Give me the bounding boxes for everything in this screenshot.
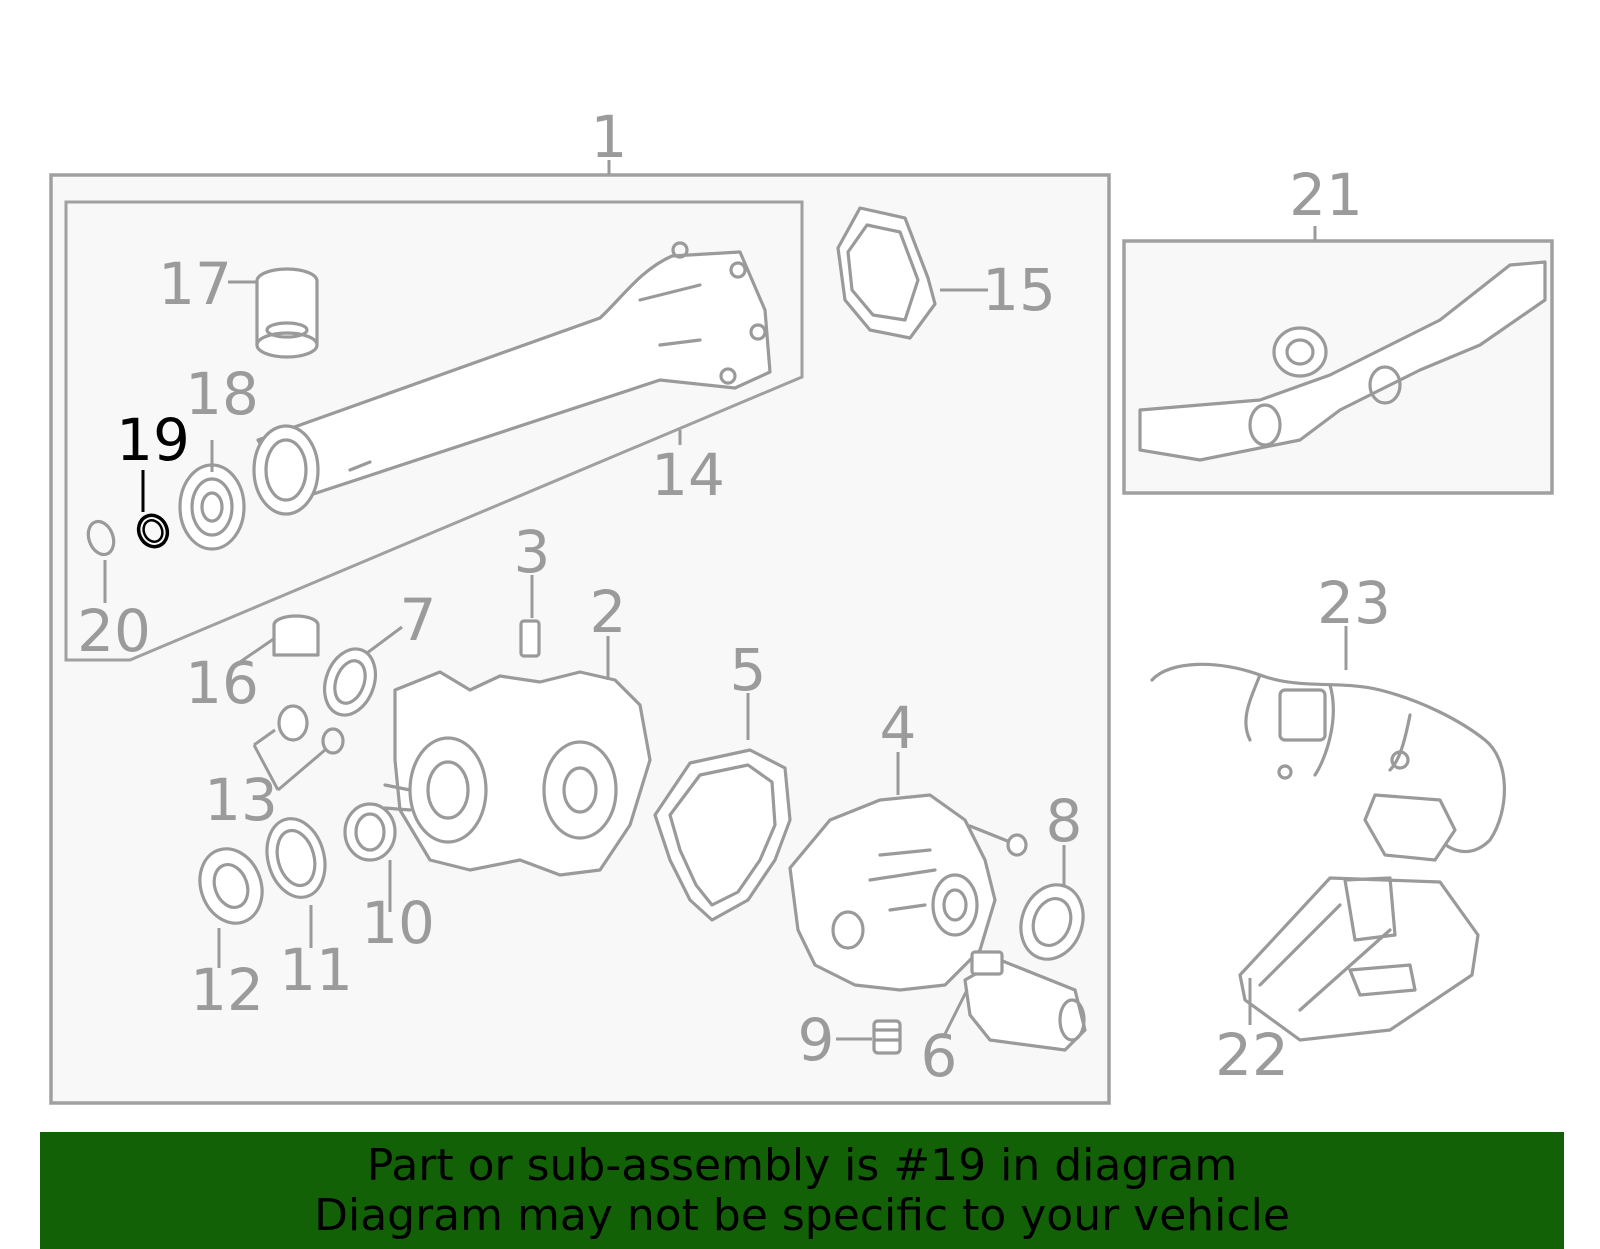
part-22-control-module[interactable]	[1238, 876, 1480, 1042]
part-3-sensor[interactable]	[519, 619, 541, 658]
callout-17: 17	[158, 250, 232, 318]
banner-line-disclaimer: Diagram may not be specific to your vehi…	[314, 1189, 1290, 1241]
callout-12: 12	[190, 956, 264, 1024]
callout-11: 11	[279, 936, 353, 1004]
part-16-plug[interactable]	[272, 614, 320, 657]
callout-22: 22	[1215, 1021, 1289, 1089]
leader-6	[941, 989, 969, 1039]
callout-3: 3	[514, 518, 551, 586]
callout-1: 1	[591, 103, 628, 171]
part-9-plug[interactable]	[872, 1019, 902, 1055]
part-19-o-ring[interactable]	[134, 511, 173, 552]
callout-20: 20	[77, 597, 151, 665]
part-15-gasket[interactable]	[836, 206, 937, 340]
part-4-differential-housing[interactable]	[788, 793, 997, 992]
callout-18: 18	[185, 360, 259, 428]
part-13-plug-and-washer[interactable]	[277, 704, 345, 755]
callout-8: 8	[1046, 787, 1083, 855]
callout-10: 10	[361, 889, 435, 957]
axle-housing-tube[interactable]	[252, 241, 772, 516]
part-10-bearing[interactable]	[343, 802, 397, 862]
callout-21: 21	[1289, 161, 1363, 229]
callout-23: 23	[1317, 569, 1391, 637]
part-17-bushing[interactable]	[255, 267, 319, 359]
part-23-wiring-harness[interactable]	[1150, 662, 1507, 862]
part-21-crossmember[interactable]	[1138, 260, 1547, 462]
callout-7: 7	[400, 586, 437, 654]
part-5-gasket[interactable]	[653, 748, 792, 922]
part-7-seal[interactable]	[316, 642, 384, 722]
callout-15: 15	[982, 256, 1056, 324]
part-20-snap-ring[interactable]	[84, 518, 118, 558]
part-6-motor[interactable]	[963, 950, 1087, 1052]
callout-13: 13	[204, 766, 278, 834]
callout-19: 19	[116, 406, 190, 474]
info-banner: Part or sub-assembly is #19 in diagram D…	[40, 1132, 1564, 1249]
leader-lines	[103, 160, 1348, 1041]
leader-7	[366, 625, 403, 655]
bolt[interactable]	[968, 824, 1028, 857]
leader-16	[239, 636, 276, 664]
part-18-seal[interactable]	[178, 463, 246, 551]
part-12-nut[interactable]	[190, 840, 272, 932]
part-11-seal[interactable]	[259, 812, 334, 904]
callout-2: 2	[590, 578, 627, 646]
banner-line-part: Part or sub-assembly is #19 in diagram	[366, 1139, 1238, 1191]
part-2-drive-unit-housing[interactable]	[383, 670, 652, 877]
callout-4: 4	[880, 694, 917, 762]
callout-6: 6	[921, 1022, 958, 1090]
callout-16: 16	[185, 649, 259, 717]
leader-13	[252, 728, 326, 792]
part-8-seal[interactable]	[1011, 876, 1093, 968]
callout-14: 14	[651, 441, 725, 509]
callout-9: 9	[798, 1006, 835, 1074]
assembly-box-21	[1122, 239, 1554, 495]
callout-5: 5	[730, 636, 767, 704]
